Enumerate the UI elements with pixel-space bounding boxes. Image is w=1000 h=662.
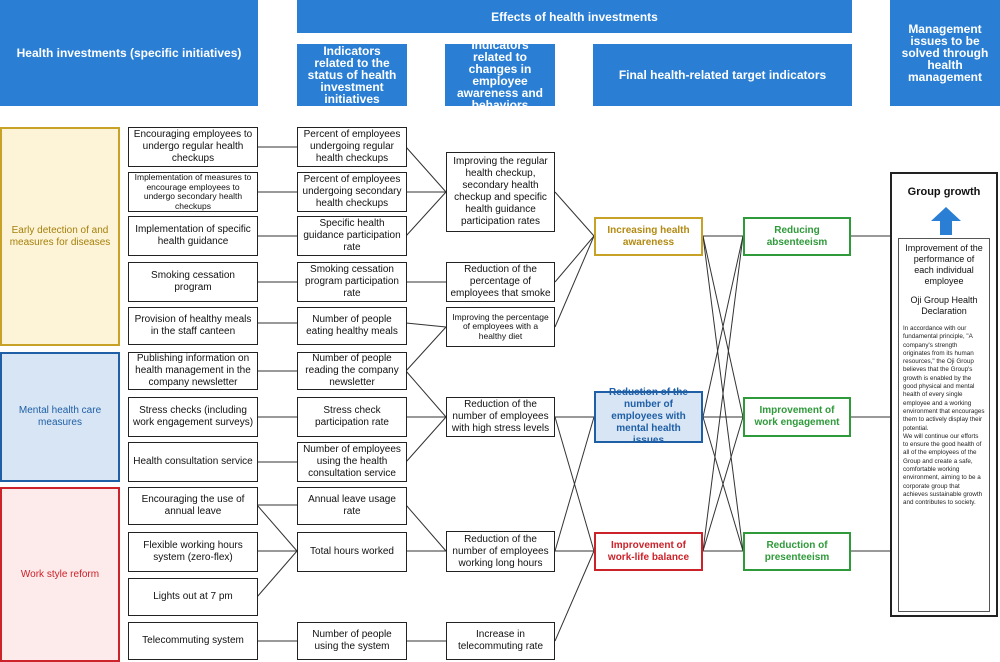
change-smoking: Reduction of the percentage of employees… [446,262,555,302]
change-high-stress: Reduction of the number of employees wit… [446,397,555,437]
initiative-lights-out: Lights out at 7 pm [128,578,258,616]
declaration-body: In accordance with our fundamental princ… [903,325,985,508]
change-healthy-diet: Improving the percentage of employees wi… [446,307,555,347]
initiative-annual-leave: Encouraging the use of annual leave [128,487,258,525]
performance-improvement-text: Improvement of the performance of each i… [905,243,983,286]
status-healthy-meals: Number of people eating healthy meals [297,307,407,345]
declaration-paragraph-1: In accordance with our fundamental princ… [903,325,985,432]
initiative-newsletter: Publishing information on health managem… [128,352,258,390]
status-total-hours: Total hours worked [297,532,407,572]
initiative-secondary-checkups: Implementation of measures to encourage … [128,172,258,212]
final-work-engagement: Improvement of work engagement [743,397,851,437]
initiative-telecommuting: Telecommuting system [128,622,258,660]
initiative-flex-hours: Flexible working hours system (zero-flex… [128,532,258,572]
outcome-health-awareness: Increasing health awareness [594,217,703,256]
up-arrow-icon [931,207,961,235]
status-annual-leave-rate: Annual leave usage rate [297,487,407,525]
final-absenteeism: Reducing absenteeism [743,217,851,256]
category-mental-health: Mental health care measures [0,352,120,482]
initiative-stress-checks: Stress checks (including work engagement… [128,397,258,437]
header-change-indicators: Indicators related to changes in employe… [445,39,555,111]
initiative-smoking-cessation: Smoking cessation program [128,262,258,302]
initiative-health-guidance: Implementation of specific health guidan… [128,216,258,256]
category-work-style: Work style reform [0,487,120,662]
change-telecommuting: Increase in telecommuting rate [446,622,555,660]
declaration-title: Oji Group Health Declaration [910,295,978,316]
category-disease-measures: Early detection of and measures for dise… [0,127,120,346]
header-status-indicators: Indicators related to the status of heal… [297,44,407,106]
status-regular-checkups: Percent of employees undergoing regular … [297,127,407,167]
status-consultation-users: Number of employees using the health con… [297,442,407,482]
declaration-paragraph-2: We will continue our efforts to ensure t… [903,432,983,507]
header-final-indicators: Final health-related target indicators [593,44,852,106]
header-management-issues: Management issues to be solved through h… [890,0,1000,106]
initiative-consultation: Health consultation service [128,442,258,482]
status-stress-check-rate: Stress check participation rate [297,397,407,437]
header-effects: Effects of health investments [297,0,852,33]
final-presenteeism: Reduction of presenteeism [743,532,851,571]
status-system-users: Number of people using the system [297,622,407,660]
outcome-mental-health: Reduction of the number of employees wit… [594,387,703,446]
group-growth-title: Group growth [907,186,981,198]
initiative-regular-checkups: Encouraging employees to undergo regular… [128,127,258,167]
outcome-work-life-balance: Improvement of work-life balance [594,532,703,571]
header-health-investments: Health investments (specific initiatives… [0,0,258,106]
declaration-box: Improvement of the performance of each i… [898,238,990,612]
change-checkup-rates: Improving the regular health checkup, se… [446,152,555,232]
status-guidance-rate: Specific health guidance participation r… [297,216,407,256]
status-secondary-checkups: Percent of employees undergoing secondar… [297,172,407,212]
group-growth-panel: Group growth Improvement of the performa… [890,172,998,617]
status-smoking-rate: Smoking cessation program participation … [297,262,407,302]
status-newsletter-readers: Number of people reading the company new… [297,352,407,390]
initiative-healthy-meals: Provision of healthy meals in the staff … [128,307,258,345]
change-long-hours: Reduction of the number of employees wor… [446,531,555,572]
